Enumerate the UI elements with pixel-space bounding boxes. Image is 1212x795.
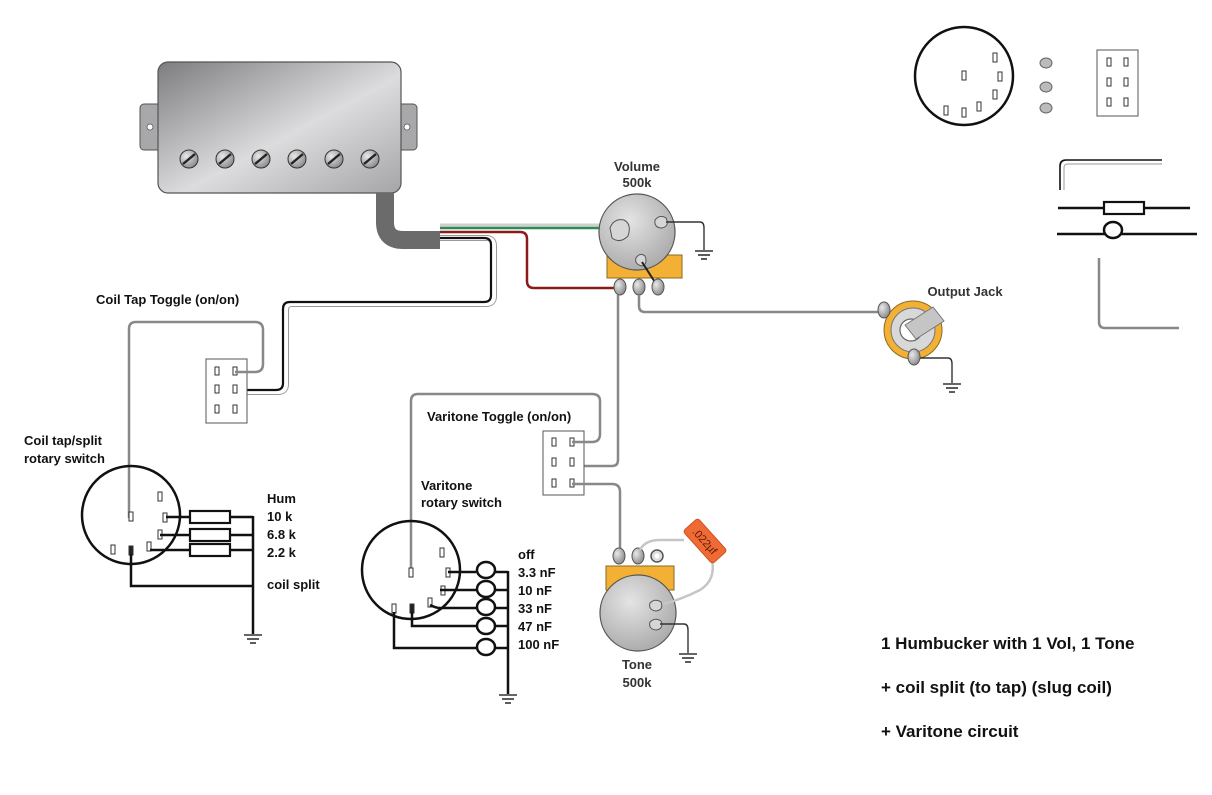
volume-lug-3	[651, 278, 665, 296]
wire-vol-to-varitone-toggle	[575, 295, 620, 468]
position-label: 33 nF	[518, 601, 552, 616]
spare-wire-pair-icon	[1059, 159, 1162, 190]
varitone-rotary-label-2: rotary switch	[421, 495, 502, 510]
ground-icon	[498, 694, 518, 704]
wire-black	[235, 236, 493, 392]
jack-sleeve-terminal	[907, 348, 921, 366]
tone-pot: Tone 500k .022µf	[599, 518, 727, 690]
varitone-toggle-label: Varitone Toggle (on/on)	[427, 409, 571, 424]
volume-pot-tab	[609, 219, 630, 242]
title-block: 1 Humbucker with 1 Vol, 1 Tone + coil sp…	[881, 634, 1134, 741]
ground-icon	[678, 653, 698, 663]
position-label: 47 nF	[518, 619, 552, 634]
coil-tap-toggle: Coil Tap Toggle (on/on)	[96, 292, 265, 518]
coil-tap-rotary-label-2: rotary switch	[24, 451, 105, 466]
resistor-2k2-icon	[188, 542, 232, 558]
volume-lug-2	[632, 278, 646, 296]
resistor-6k8-icon	[188, 527, 232, 543]
parts-legend	[913, 25, 1197, 330]
position-label: 10 k	[267, 509, 293, 524]
ground-icon	[243, 634, 263, 644]
output-jack: Output Jack	[877, 284, 1003, 393]
spare-resistor-icon	[1102, 200, 1146, 216]
pole-screw-icon	[287, 149, 307, 169]
coil-tap-rotary-label-1: Coil tap/split	[24, 433, 103, 448]
title-line-2: + coil split (to tap) (slug coil)	[881, 678, 1112, 697]
varitone-rotary-label-1: Varitone	[421, 478, 472, 493]
pickup-cover	[157, 61, 402, 194]
volume-pot-value: 500k	[623, 175, 653, 190]
tone-pot-value: 500k	[623, 675, 653, 690]
output-jack-label: Output Jack	[927, 284, 1003, 299]
volume-pot-name: Volume	[614, 159, 660, 174]
varitone-rotary-switch: Varitone rotary switch	[360, 478, 559, 704]
title-line-3: + Varitone circuit	[881, 722, 1019, 741]
pole-screw-icon	[360, 149, 380, 169]
title-line-1: 1 Humbucker with 1 Vol, 1 Tone	[881, 634, 1134, 653]
resistor-10k-icon	[188, 509, 232, 525]
spare-lug-icon	[1039, 81, 1053, 93]
position-label: 2.2 k	[267, 545, 297, 560]
wire-vol-to-jack	[637, 295, 880, 314]
tone-pot-name: Tone	[622, 657, 652, 672]
pickup-cable-sheath	[376, 193, 440, 249]
capacitor-3n3-icon	[475, 560, 497, 580]
pole-screw-icon	[215, 149, 235, 169]
volume-pot-ground-tab	[654, 215, 668, 229]
position-label: 100 nF	[518, 637, 559, 652]
ground-icon	[942, 383, 962, 393]
position-label: coil split	[267, 577, 320, 592]
pole-screw-icon	[251, 149, 271, 169]
pole-screw-icon	[179, 149, 199, 169]
wire-toggle-to-varitone-rotary	[409, 392, 602, 574]
pole-screw-icon	[324, 149, 344, 169]
position-label: Hum	[267, 491, 296, 506]
spare-wire-icon	[1097, 258, 1179, 330]
spare-lug-icon	[1039, 102, 1053, 114]
volume-pot-body	[598, 193, 676, 271]
spare-capacitor-icon	[1102, 220, 1124, 240]
humbucker-pickup	[139, 61, 440, 249]
ground-icon	[694, 250, 714, 260]
coil-tap-toggle-label: Coil Tap Toggle (on/on)	[96, 292, 239, 307]
position-label: off	[518, 547, 535, 562]
wire-toggle-to-tone	[572, 482, 622, 550]
position-label: 6.8 k	[267, 527, 297, 542]
capacitor-47n-icon	[475, 616, 497, 636]
jack-tip-lug	[904, 306, 945, 340]
wire-toggle-to-rotary	[127, 320, 265, 518]
spare-lug-icon	[1039, 57, 1053, 69]
wire-red	[440, 230, 615, 290]
volume-lug-1	[613, 278, 627, 296]
pole-screws	[179, 149, 380, 169]
tone-lug-2	[631, 547, 645, 565]
tone-pot-body	[599, 574, 677, 652]
spare-toggle-icon	[1096, 49, 1139, 117]
volume-pot: Volume 500k	[598, 159, 714, 296]
capacitor-10n-icon	[475, 579, 497, 599]
varitone-toggle: Varitone Toggle (on/on)	[409, 392, 622, 574]
position-label: 10 nF	[518, 583, 552, 598]
spare-rotary-switch-icon	[913, 25, 1015, 127]
position-label: 3.3 nF	[518, 565, 556, 580]
pickup-wires	[235, 223, 625, 395]
jack-tip-terminal	[877, 301, 891, 319]
capacitor-33n-icon	[475, 597, 497, 617]
tone-capacitor-icon: .022µf	[683, 518, 727, 564]
tone-lug-1	[612, 547, 626, 565]
coil-tap-rotary-switch: Coil tap/split rotary switch Hum 10 k 6.…	[24, 433, 320, 644]
wire-white	[235, 236, 496, 394]
wire-pair-outline	[235, 235, 497, 395]
capacitor-100n-icon	[475, 637, 497, 657]
